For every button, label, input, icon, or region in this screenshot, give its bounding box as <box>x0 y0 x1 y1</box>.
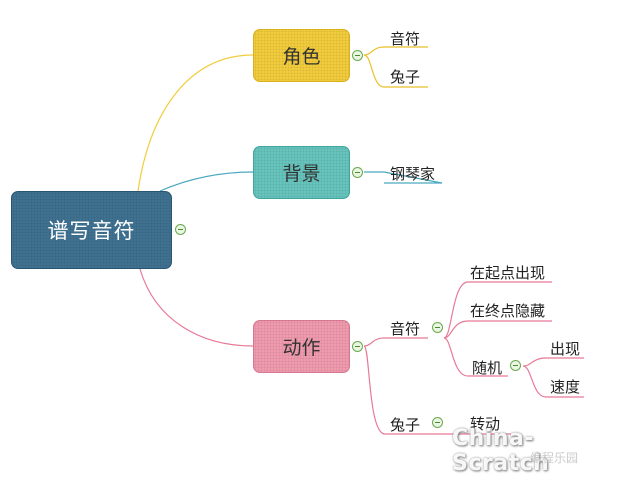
random-appear-node[interactable]: 出现 <box>550 340 581 358</box>
collapse-action-note-icon[interactable] <box>432 322 443 333</box>
branch-role-node[interactable]: 角色 <box>253 29 350 82</box>
connector-random-appear <box>522 357 584 367</box>
branch-action-label: 动作 <box>282 337 321 359</box>
role-note-node[interactable]: 音符 <box>390 30 421 48</box>
action-rabbit-node[interactable]: 兔子 <box>390 416 421 434</box>
collapse-root-icon[interactable] <box>175 224 186 235</box>
branch-action-node[interactable]: 动作 <box>253 320 350 373</box>
random-speed-node[interactable]: 速度 <box>550 378 581 396</box>
watermark-logo: China-Scratch <box>452 426 550 476</box>
rabbit-rotate-node[interactable]: 转动 <box>470 415 501 433</box>
connector-role-rabbit <box>363 54 428 88</box>
note-random-node[interactable]: 随机 <box>472 359 503 377</box>
background-pianist-node[interactable]: 钢琴家 <box>390 165 436 183</box>
connector-action-rabbit <box>363 345 446 435</box>
collapse-action-rabbit-icon[interactable] <box>432 417 443 428</box>
connector-background-pianist <box>364 171 443 184</box>
note-hide-end-node[interactable]: 在终点隐藏 <box>470 302 546 320</box>
connector-root-role <box>137 54 254 192</box>
branch-background-node[interactable]: 背景 <box>253 146 350 199</box>
watermark-subtext: 编程乐园 <box>530 451 579 465</box>
collapse-random-icon[interactable] <box>510 360 521 371</box>
note-appear-start-node[interactable]: 在起点出现 <box>470 264 546 282</box>
collapse-role-icon[interactable] <box>352 50 363 61</box>
connector-action-note <box>363 337 428 347</box>
connector-root-action <box>139 268 254 347</box>
root-label: 谱写音符 <box>47 219 136 243</box>
action-note-node[interactable]: 音符 <box>390 320 421 338</box>
collapse-action-icon[interactable] <box>352 341 363 352</box>
collapse-background-icon[interactable] <box>352 167 363 178</box>
connector-root-background <box>159 171 254 192</box>
connector-note-appear-start <box>443 281 552 339</box>
role-rabbit-node[interactable]: 兔子 <box>390 68 421 86</box>
connector-random-speed <box>522 365 584 398</box>
root-node[interactable]: 谱写音符 <box>11 191 172 269</box>
branch-background-label: 背景 <box>282 163 321 185</box>
connector-note-hide-end <box>443 320 552 339</box>
connector-note-random <box>443 337 508 377</box>
connector-role-note <box>363 46 428 56</box>
branch-role-label: 角色 <box>282 46 321 68</box>
